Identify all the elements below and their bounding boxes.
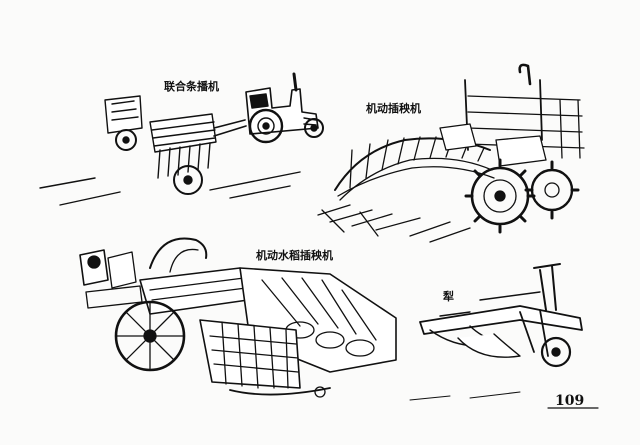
label-transplanter-bottom: 机动水稻插秧机	[256, 249, 333, 262]
label-seed-drill: 联合条播机	[164, 80, 219, 93]
transplanter-top-drawing	[317, 63, 585, 243]
label-transplanter-top: 机动插秧机	[366, 102, 421, 115]
page-number: 109	[555, 393, 585, 409]
transplanter-bottom-drawing	[79, 237, 397, 398]
label-plough: 犁	[443, 290, 454, 303]
plough-drawing	[409, 263, 583, 401]
tractor-seeder-drawing	[39, 72, 324, 206]
